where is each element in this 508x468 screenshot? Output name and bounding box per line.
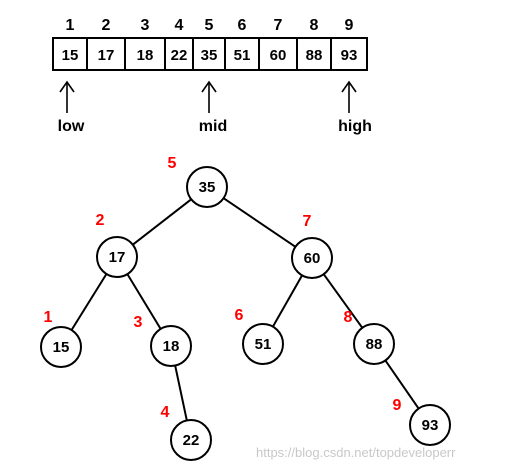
tree-node-value: 88 bbox=[366, 336, 383, 353]
array-index-label: 2 bbox=[102, 17, 111, 34]
array-cell-value: 15 bbox=[62, 47, 79, 64]
tree-node-88: 88 bbox=[353, 323, 395, 365]
array-cell-value: 35 bbox=[201, 47, 218, 64]
tree-node-value: 35 bbox=[199, 179, 216, 196]
tree-edge bbox=[272, 274, 303, 328]
tree-edge bbox=[132, 198, 192, 246]
array-cell-value: 18 bbox=[137, 47, 154, 64]
insertion-order-label: 7 bbox=[303, 213, 312, 230]
array-index-label: 1 bbox=[66, 17, 75, 34]
pointer-arrow-head bbox=[59, 80, 75, 93]
pointer-high: high bbox=[338, 80, 372, 135]
tree-edge bbox=[70, 273, 108, 331]
tree-node-51: 51 bbox=[242, 323, 284, 365]
array-cell-value: 51 bbox=[234, 47, 251, 64]
array-index-label: 9 bbox=[345, 17, 354, 34]
tree-node-circle bbox=[242, 323, 284, 365]
array-cell-value: 93 bbox=[341, 47, 358, 64]
tree-node-circle bbox=[291, 237, 333, 279]
array-index-label: 8 bbox=[310, 17, 319, 34]
pointer-label: low bbox=[58, 118, 85, 135]
tree-edge bbox=[322, 273, 364, 329]
tree-node-value: 60 bbox=[304, 250, 321, 267]
insertion-order-label: 4 bbox=[161, 404, 170, 421]
insertion-order-label: 9 bbox=[393, 397, 402, 414]
array-pointers: low mid high bbox=[58, 80, 372, 135]
pointer-low: low bbox=[58, 80, 85, 135]
tree-node-value: 17 bbox=[109, 249, 126, 266]
tree-edges bbox=[70, 197, 420, 421]
tree-node-circle bbox=[170, 419, 212, 461]
insertion-order-label: 5 bbox=[168, 155, 177, 172]
array-index-label: 4 bbox=[175, 17, 184, 34]
tree-node-value: 93 bbox=[422, 417, 439, 434]
insertion-order-label: 1 bbox=[44, 309, 53, 326]
tree-node-18: 18 bbox=[150, 325, 192, 367]
tree-edge bbox=[384, 359, 420, 410]
array-index-label: 7 bbox=[274, 17, 283, 34]
tree-node-value: 15 bbox=[53, 339, 70, 356]
array-index-label: 3 bbox=[141, 17, 150, 34]
pointer-label: high bbox=[338, 118, 372, 135]
tree-node-60: 60 bbox=[291, 237, 333, 279]
tree-edge bbox=[223, 197, 296, 248]
insertion-order-labels: 5 2 7 1 3 6 8 4 9 bbox=[44, 155, 402, 421]
tree-node-circle bbox=[96, 236, 138, 278]
tree-node-22: 22 bbox=[170, 419, 212, 461]
tree-node-circle bbox=[353, 323, 395, 365]
tree-node-value: 18 bbox=[163, 338, 180, 355]
array-cell-value: 17 bbox=[98, 47, 115, 64]
tree-edge bbox=[174, 365, 188, 421]
array-index-label: 6 bbox=[238, 17, 247, 34]
insertion-order-label: 2 bbox=[96, 212, 105, 229]
pointer-arrow-head bbox=[341, 80, 357, 93]
watermark-text: https://blog.csdn.net/topdeveloperr bbox=[256, 445, 456, 460]
array-box bbox=[52, 37, 368, 71]
array-cell-value: 22 bbox=[171, 47, 188, 64]
pointer-mid: mid bbox=[199, 80, 227, 135]
tree-node-93: 93 bbox=[409, 404, 451, 446]
insertion-order-label: 6 bbox=[235, 307, 244, 324]
tree-edge bbox=[126, 273, 162, 330]
insertion-order-label: 3 bbox=[134, 314, 143, 331]
sorted-array: 1 2 3 4 5 6 7 8 9 15 17 18 22 35 51 60 88 93 bbox=[52, 17, 368, 71]
array-cell-value: 88 bbox=[306, 47, 323, 64]
array-index-label: 5 bbox=[205, 17, 214, 34]
tree-node-15: 15 bbox=[40, 326, 82, 368]
tree-node-circle bbox=[150, 325, 192, 367]
tree-node-circle bbox=[40, 326, 82, 368]
array-cell-value: 60 bbox=[270, 47, 287, 64]
tree-node-circle bbox=[186, 166, 228, 208]
tree-node-35: 35 bbox=[186, 166, 228, 208]
tree-node-value: 51 bbox=[255, 336, 272, 353]
pointer-arrow-head bbox=[201, 80, 217, 93]
tree-node-17: 17 bbox=[96, 236, 138, 278]
insertion-order-label: 8 bbox=[344, 309, 353, 326]
pointer-label: mid bbox=[199, 118, 227, 135]
tree-node-circle bbox=[409, 404, 451, 446]
tree-node-value: 22 bbox=[183, 432, 200, 449]
